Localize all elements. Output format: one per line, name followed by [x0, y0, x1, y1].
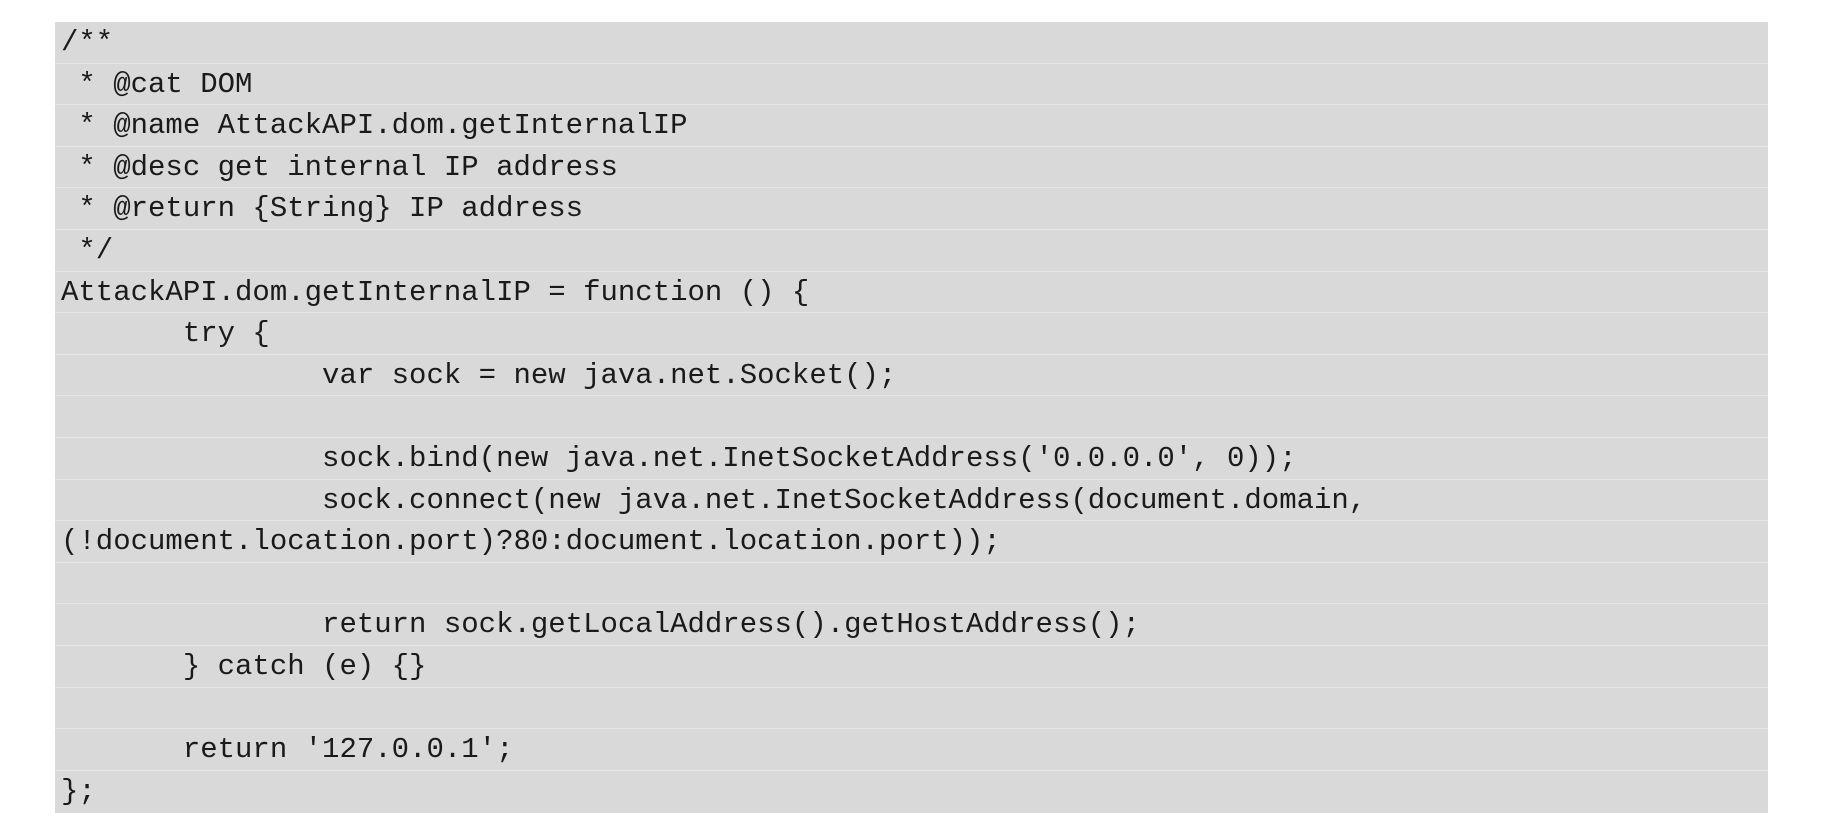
code-line-12: sock.connect(new java.net.InetSocketAddr…	[55, 480, 1768, 522]
code-line-17	[55, 688, 1768, 730]
code-line-1: /**	[55, 22, 1768, 64]
code-line-13: (!document.location.port)?80:document.lo…	[55, 521, 1768, 563]
code-line-4: * @desc get internal IP address	[55, 147, 1768, 189]
code-line-10	[55, 396, 1768, 438]
code-line-3: * @name AttackAPI.dom.getInternalIP	[55, 105, 1768, 147]
code-line-15: return sock.getLocalAddress().getHostAdd…	[55, 604, 1768, 646]
code-line-16: } catch (e) {}	[55, 646, 1768, 688]
code-line-5: * @return {String} IP address	[55, 188, 1768, 230]
code-line-6: */	[55, 230, 1768, 272]
code-line-19: };	[61, 774, 96, 808]
code-line-7: AttackAPI.dom.getInternalIP = function (…	[55, 272, 1768, 314]
code-line-2: * @cat DOM	[55, 64, 1768, 106]
code-line-8: try {	[55, 313, 1768, 355]
code-line-11: sock.bind(new java.net.InetSocketAddress…	[55, 438, 1768, 480]
code-line-14	[55, 563, 1768, 605]
code-line-9: var sock = new java.net.Socket();	[55, 355, 1768, 397]
code-block: /** * @cat DOM * @name AttackAPI.dom.get…	[55, 22, 1768, 813]
code-line-18: return '127.0.0.1';	[55, 729, 1768, 771]
